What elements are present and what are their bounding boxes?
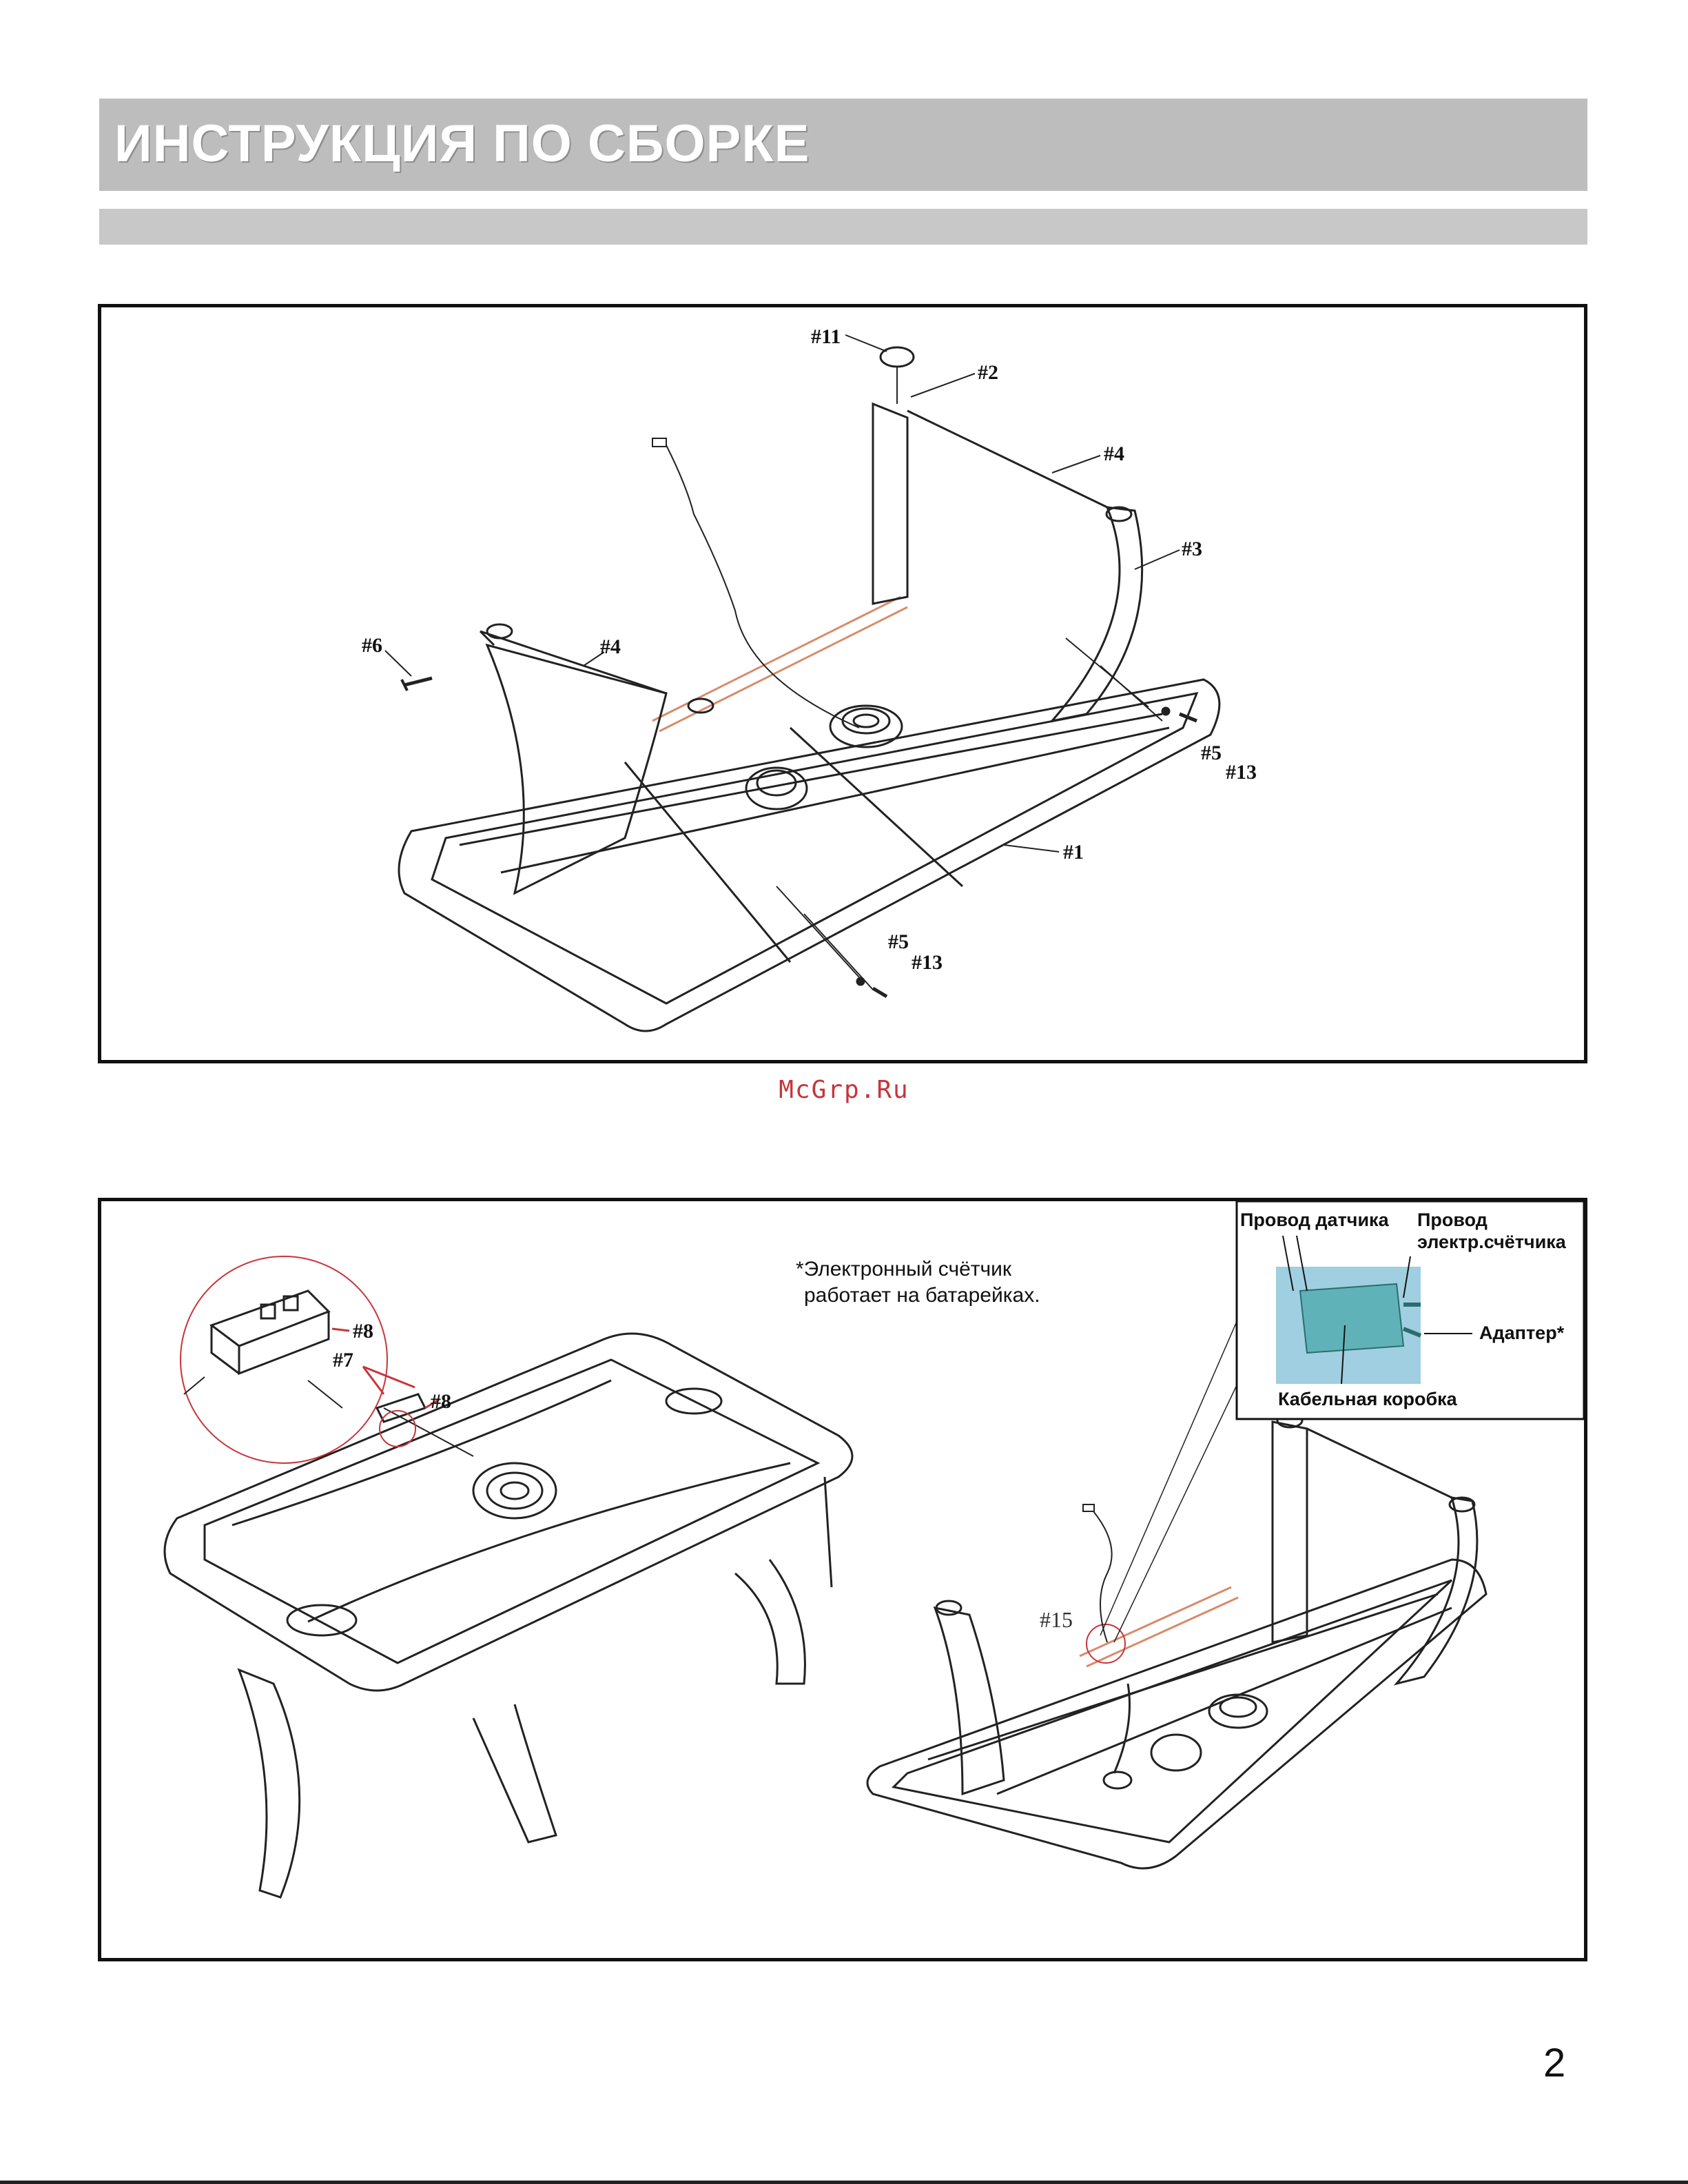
subtitle-bar [99,209,1587,245]
assembly-figure-1: #11 #2 #4 #3 #6 #4 #5 #13 #1 #5 #13 [98,304,1587,1063]
assembly-drawing-2: Провод датчика Провод электр.счётчика Ад… [101,1201,1584,1958]
inset-label-junction-box: Кабельная коробка [1278,1389,1458,1409]
inset-label-adapter: Адаптер* [1479,1323,1565,1343]
label-part-13-left: #13 [912,951,943,974]
label-part-6: #6 [362,634,382,657]
label-part-8: #8 [431,1390,451,1413]
bottom-rule [0,2181,1688,2184]
label-part-11: #11 [811,325,841,348]
label-part-13-right: #13 [1226,761,1257,784]
label-part-15: #15 [1040,1607,1073,1632]
title-bar: ИНСТРУКЦИЯ ПО СБОРКЕ [99,99,1587,191]
watermark: McGrp.Ru [0,1076,1688,1104]
label-part-5-left: #5 [888,930,909,953]
battery-note-line-2: работает на батарейках. [804,1284,1040,1307]
inset-label-counter-wire-1: Провод [1417,1210,1488,1230]
label-part-2: #2 [978,361,998,384]
label-part-4-left: #4 [600,635,621,658]
assembly-figure-2: Провод датчика Провод электр.счётчика Ад… [98,1198,1587,1961]
label-part-4-right: #4 [1104,442,1124,465]
label-part-3: #3 [1182,538,1202,560]
battery-note-line-1: *Электронный счётчик [796,1258,1012,1280]
junction-box-photo [1300,1284,1403,1353]
assembly-drawing-1: #11 #2 #4 #3 #6 #4 #5 #13 #1 #5 #13 [101,307,1584,1060]
label-part-5-right: #5 [1201,742,1222,764]
label-part-1: #1 [1063,841,1084,864]
page-number: 2 [1543,2040,1565,2086]
label-part-7: #7 [333,1349,353,1371]
inset-label-counter-wire-2: электр.счётчика [1417,1232,1567,1252]
inset-label-sensor-wire: Провод датчика [1240,1210,1390,1230]
label-part-8-detail: #8 [353,1320,373,1343]
page-title: ИНСТРУКЦИЯ ПО СБОРКЕ [114,114,810,174]
